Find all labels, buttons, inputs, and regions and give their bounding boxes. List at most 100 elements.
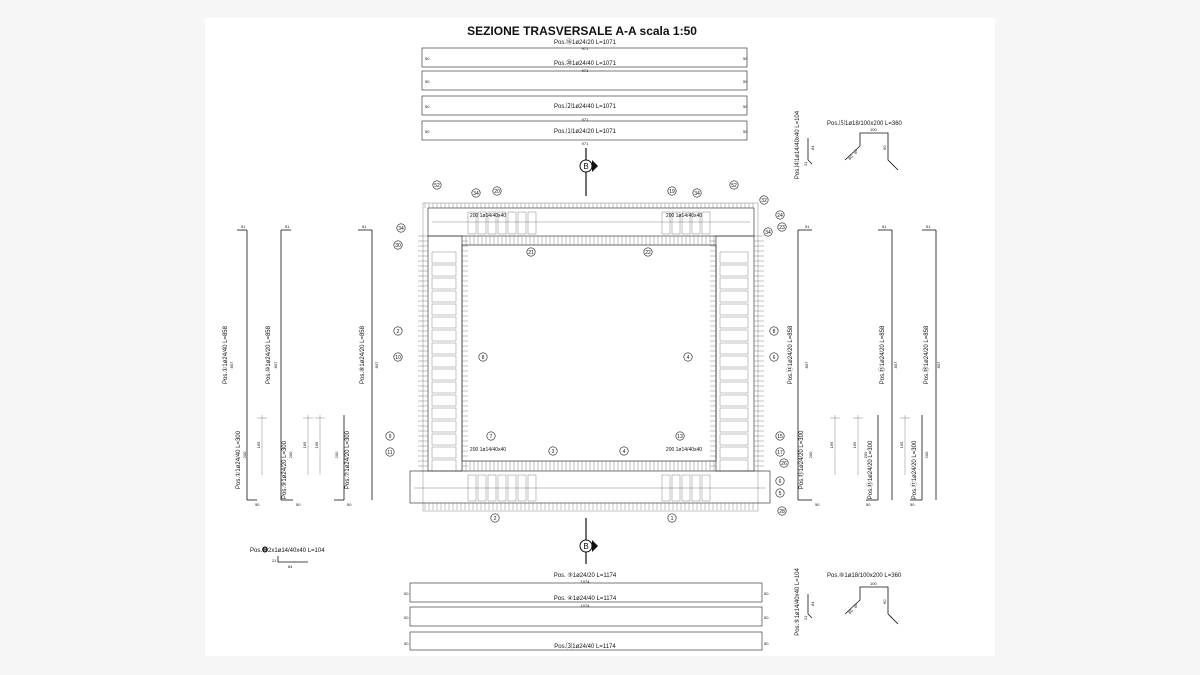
bar-length: 1074	[581, 579, 591, 584]
callout-number: 15	[777, 434, 783, 440]
callout-number: 26	[781, 461, 787, 467]
callout-bubble: 6	[775, 476, 785, 486]
bar-hook-right: 50	[743, 104, 748, 109]
bar-hook-bottom: 50	[296, 502, 301, 507]
bar-label: Pos.⑵1ø24/40 L=1071	[554, 102, 617, 110]
bar-pos-22: Pos.⑵1ø24/40 L=1071 971 50 50	[421, 95, 748, 122]
wall-stirrup	[719, 329, 749, 342]
callout-bubble: 20	[492, 186, 502, 196]
callout-bubble: 9	[385, 431, 395, 441]
callout-number: 32	[761, 198, 767, 204]
bar-pos-21: Pos.⑴1ø24/20 L=1071 971 50 50	[421, 120, 748, 146]
bar-hook-left: 50	[404, 641, 409, 646]
wall-stirrup	[719, 420, 749, 433]
bar-label: Pos.⑯1ø24/20 L=1071	[554, 38, 617, 46]
callout-number: 10	[395, 355, 401, 361]
bar-hook-left: 50	[404, 615, 409, 620]
bar-hook-left: 50	[404, 591, 409, 596]
drawing-title: SEZIONE TRASVERSALE A-A scala 1:50	[467, 24, 697, 38]
bar-dim-165: 165	[314, 441, 319, 448]
callout-number: 34	[473, 191, 479, 197]
top-bar-schedule: Pos.⑯1ø24/20 L=1071 971 50 50 Pos.⑳1ø24/…	[421, 38, 748, 146]
stirrup-dim-b: 84	[288, 564, 293, 569]
stirrup-dim-left: 60	[853, 149, 858, 154]
wall-stirrup	[719, 316, 749, 329]
wall-stirrup	[431, 420, 457, 433]
bar-hook-right: 50	[743, 56, 748, 61]
bar-pos-25: Pos.⑶1ø24/40 L=1174 50 50	[404, 631, 769, 651]
callout-number: 17	[777, 450, 783, 456]
callout-number: 4	[687, 355, 690, 361]
callout-number: 30	[395, 243, 401, 249]
bar-hook-top: 51	[241, 224, 246, 229]
wall-stirrup	[431, 368, 457, 381]
top-slab	[427, 207, 755, 237]
bar-hook-right: 50	[764, 615, 769, 620]
callout-number: 3	[552, 449, 555, 455]
wall-stirrup	[719, 394, 749, 407]
bar-hook-bottom: 50	[255, 502, 260, 507]
drawing-area	[205, 18, 995, 656]
wall-stirrup	[431, 329, 457, 342]
bar-dim-165: 165	[852, 441, 857, 448]
callout-bubble: 8	[478, 352, 488, 362]
wall-stirrup	[719, 381, 749, 394]
bar-pos-1-2: 51 50 Pos.①1ø24/40 L=858 807 Pos.①1ø24/4…	[222, 224, 267, 507]
bar-pos-3: Pos. ③1ø24/20 L=1174 1074 50 50	[404, 572, 769, 603]
callout-bubble: 24	[775, 210, 785, 220]
stirrup-pos-5: Pos.⑤1ø14/40x40 L=104 84 21	[794, 568, 815, 636]
bar-label: Pos.⑳1ø24/40 L=1071	[554, 59, 617, 67]
bar-label: Pos. ④1ø24/40 L=1174	[554, 595, 617, 602]
callout-bubble: 34	[471, 188, 481, 198]
bar-pos-4: Pos. ④1ø24/40 L=1174 1074 50 50	[404, 595, 769, 627]
slab-stirrup	[497, 211, 507, 235]
slab-stirrup	[661, 211, 671, 235]
callout-number: 11	[387, 450, 392, 456]
bar-length: 971	[582, 68, 589, 73]
wall-stirrup	[431, 342, 457, 355]
callout-number: 7	[490, 434, 493, 440]
callout-bubble: 17	[775, 447, 785, 457]
bar-hook-right: 50	[743, 79, 748, 84]
bar-dim-200: 200	[242, 451, 247, 458]
wall-stirrup	[719, 303, 749, 316]
left-bar-schedule: 51 50 Pos.①1ø24/40 L=858 807 Pos.①1ø24/4…	[222, 224, 379, 507]
callout-number: 5	[779, 491, 782, 497]
wall-stirrup	[431, 277, 457, 290]
stirrup-dim-top: 100	[870, 127, 877, 132]
cross-section: 200 1ø14/40x40 200 1ø14/40x40 200 1ø14/4…	[385, 180, 789, 523]
bar-label: Pos. ③1ø24/20 L=1174	[554, 572, 617, 579]
bar-pos-15-16: 51 50 Pos.⑮1ø24/20 L=858 807 Pos.⑮1ø24/2…	[852, 224, 898, 507]
callout-bubble: 8	[769, 326, 779, 336]
bar-outline	[421, 70, 748, 91]
bar-dim-165: 165	[302, 441, 307, 448]
bar-length: 971	[582, 46, 589, 51]
bar-label-upper: Pos.⑭1ø24/20 L=858	[786, 325, 794, 384]
callout-bubble: 52	[729, 180, 739, 190]
bar-hook-left: 50	[425, 129, 430, 134]
wall-stirrup	[431, 251, 457, 264]
stirrup-dim-b: 84	[810, 601, 815, 606]
wall-stirrup	[431, 355, 457, 368]
callout-bubble: 4	[619, 446, 629, 456]
stirrup-dim-right: 60	[882, 145, 887, 150]
wall-stirrup	[431, 264, 457, 277]
callout-bubble: 5	[775, 488, 785, 498]
wall-stirrup	[431, 394, 457, 407]
slab-stirrup	[467, 211, 477, 235]
slab-stirrup	[681, 211, 691, 235]
section-label: B	[583, 162, 588, 171]
callout-bubble: 52	[432, 180, 442, 190]
bar-hook-bottom: 50	[866, 502, 871, 507]
callout-number: 28	[779, 509, 785, 515]
wall-stirrup	[719, 368, 749, 381]
callout-number: 24	[777, 213, 783, 219]
section-marker-top: B	[579, 148, 598, 196]
callout-number: 20	[494, 189, 500, 195]
stirrup-pos-24: Pos.⑸1ø18/100x200 L=360 100 60 60 80	[827, 119, 903, 171]
stirrup-pos-6: Pos.⑥1ø18/100x200 L=360 100 60 60 80	[827, 572, 902, 625]
stirrup-label: Pos.⑸1ø18/100x200 L=360	[827, 119, 903, 127]
bar-label: Pos.⑴1ø24/20 L=1071	[554, 127, 617, 135]
callout-bubble: 7	[486, 431, 496, 441]
stirrup-dim-toe: 80	[847, 153, 854, 160]
